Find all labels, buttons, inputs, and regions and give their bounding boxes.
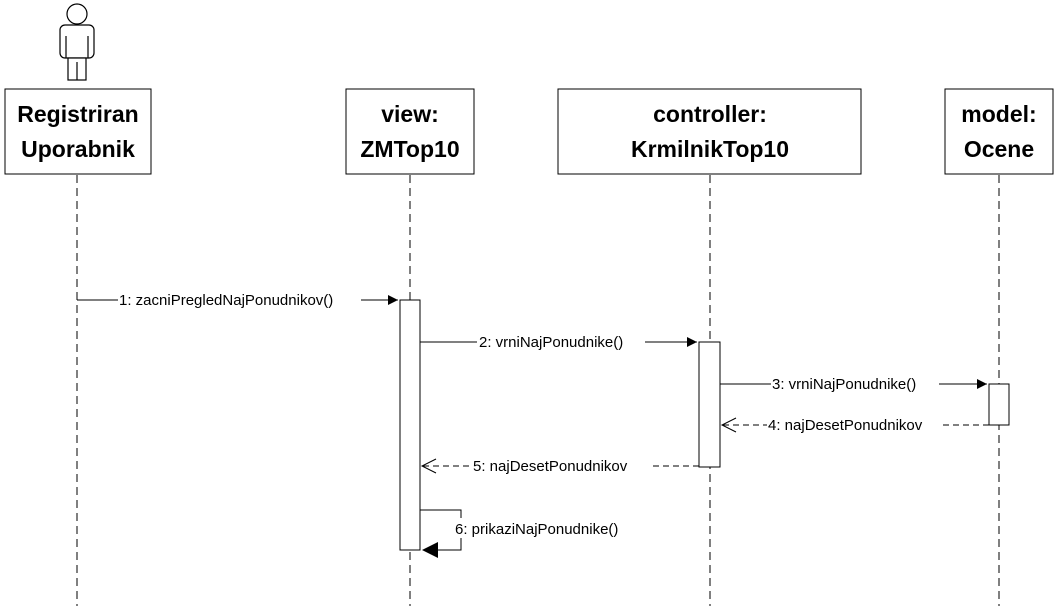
participant-model-line1: model:: [961, 101, 1036, 127]
message-5: 5: najDesetPonudnikov: [420, 456, 699, 476]
message-6-label: 6: prikaziNajPonudnike(): [455, 521, 618, 538]
actor-icon: [59, 3, 95, 81]
participant-controller-line1: controller:: [653, 101, 767, 127]
message-4: 4: najDesetPonudnikov: [720, 415, 989, 435]
participant-actor: Registriran Uporabnik: [4, 88, 152, 175]
message-1: 1: zacniPregledNajPonudnikov(): [77, 290, 398, 310]
participant-view-line2: ZMTop10: [360, 136, 459, 162]
participant-view: view: ZMTop10: [345, 88, 475, 175]
message-6: 6: prikaziNajPonudnike(): [420, 509, 640, 558]
message-3-label: 3: vrniNajPonudnike(): [772, 376, 916, 393]
participant-view-line1: view:: [381, 101, 439, 127]
message-4-label: 4: najDesetPonudnikov: [768, 417, 923, 434]
participant-model-line2: Ocene: [964, 136, 1034, 162]
participant-model: model: Ocene: [944, 88, 1054, 175]
message-2: 2: vrniNajPonudnike(): [420, 332, 697, 352]
message-5-label: 5: najDesetPonudnikov: [473, 458, 628, 475]
participant-controller-line2: KrmilnikTop10: [631, 136, 789, 162]
participant-controller: controller: KrmilnikTop10: [557, 88, 862, 175]
activation-controller: [698, 341, 721, 468]
participant-actor-line2: Uporabnik: [21, 136, 135, 162]
message-1-label: 1: zacniPregledNajPonudnikov(): [119, 292, 333, 309]
activation-view: [399, 299, 421, 551]
participant-actor-line1: Registriran: [17, 101, 138, 127]
activation-model: [988, 383, 1010, 426]
message-2-label: 2: vrniNajPonudnike(): [479, 334, 623, 351]
message-3: 3: vrniNajPonudnike(): [720, 374, 987, 394]
